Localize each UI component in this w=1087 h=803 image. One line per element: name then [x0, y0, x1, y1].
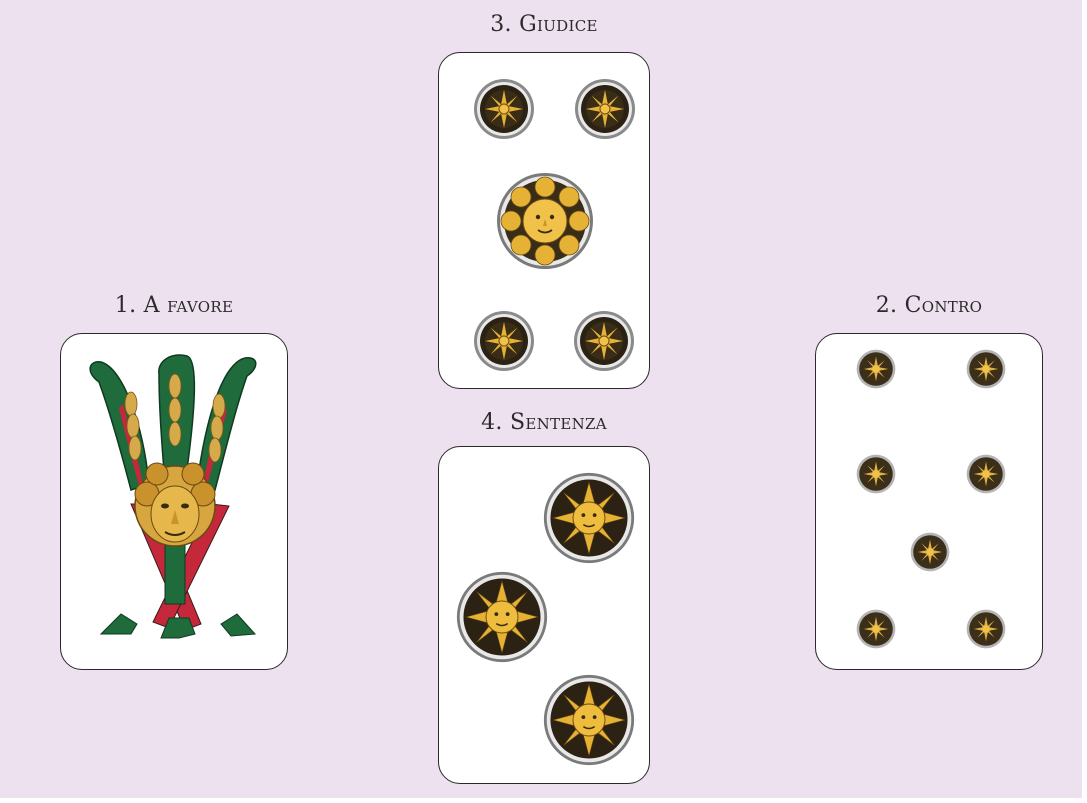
card-giudice — [438, 52, 650, 389]
star-coin-icon — [966, 349, 1006, 389]
star-coin-icon — [856, 454, 896, 494]
sun-coin-icon — [542, 673, 636, 767]
star-coin-icon — [574, 78, 636, 140]
star-coin-icon — [573, 310, 635, 372]
star-coin-icon — [966, 609, 1006, 649]
label-favore: 1. A favore — [114, 293, 234, 318]
sun-coin-icon — [542, 471, 636, 565]
sun-coin-icon — [455, 570, 549, 664]
card-sentenza — [438, 446, 650, 784]
star-coin-icon — [473, 78, 535, 140]
star-coin-icon — [910, 532, 950, 572]
label-giudice: 3. Giudice — [490, 12, 598, 37]
jack-of-clubs-figure — [89, 354, 257, 639]
star-coin-icon — [966, 454, 1006, 494]
label-sentenza: 4. Sentenza — [481, 410, 607, 435]
label-contro: 2. Contro — [875, 293, 983, 318]
star-coin-icon — [856, 349, 896, 389]
card-contro — [815, 333, 1043, 670]
star-coin-icon — [473, 310, 535, 372]
card-favore — [60, 333, 288, 670]
sun-coin-icon — [495, 171, 595, 271]
star-coin-icon — [856, 609, 896, 649]
